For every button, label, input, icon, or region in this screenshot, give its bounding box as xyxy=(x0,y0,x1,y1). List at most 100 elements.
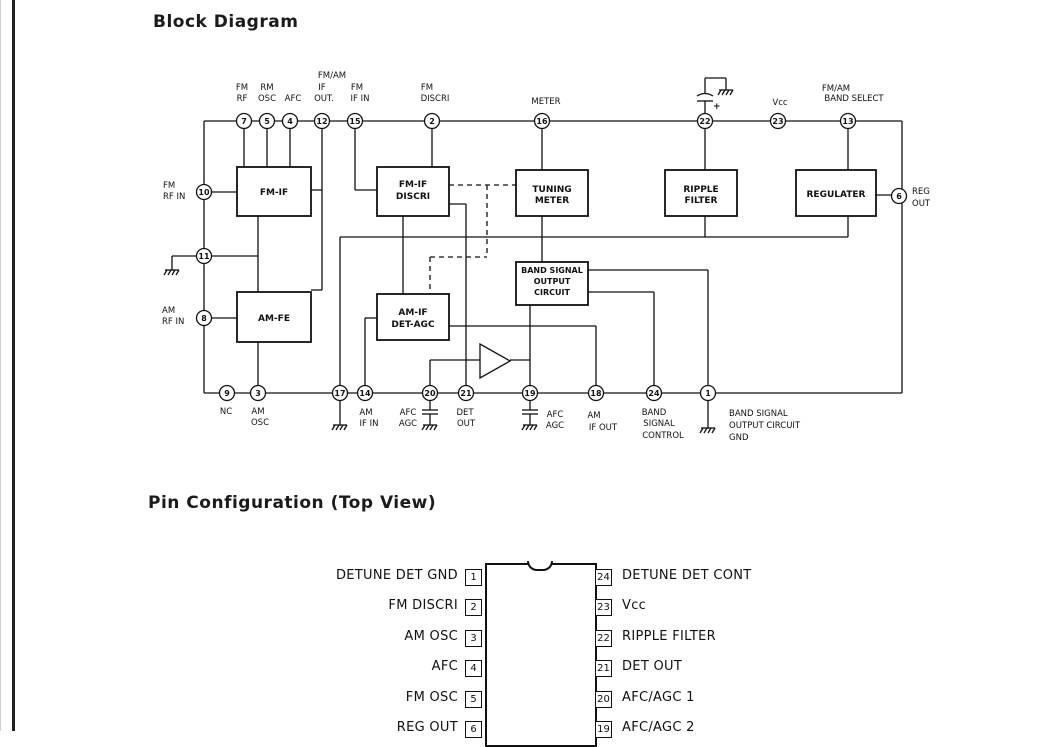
ripple-filter-block xyxy=(664,169,738,217)
pin-node xyxy=(195,183,213,201)
label-fm-rf-in-1: FM xyxy=(163,181,175,191)
pin-number: 1 xyxy=(705,389,711,398)
pin-configuration-title: Pin Configuration (Top View) xyxy=(148,493,437,513)
pin-left-number: 4 xyxy=(465,660,482,678)
pin-left-row: FM DISCRI xyxy=(300,594,458,618)
pin-number: 14 xyxy=(359,389,371,398)
am-if-det-agc-block xyxy=(376,293,450,341)
fm-if-label: FM-IF xyxy=(260,188,288,198)
label-fm-if-in-2: IF IN xyxy=(351,94,370,104)
pin-node xyxy=(421,384,439,402)
fm-if-block xyxy=(236,166,312,217)
pin-left-label: REG OUT xyxy=(396,720,458,735)
label-reg-out-1: REG xyxy=(912,187,930,197)
label-fm-rf-1: FM xyxy=(236,83,248,93)
pin-left-label: FM OSC xyxy=(405,689,458,705)
label-am-if-out-1: AM xyxy=(587,411,600,421)
label-rm-osc-1: RM xyxy=(260,83,273,93)
pin-node xyxy=(218,384,236,402)
label-reg-out-2: OUT xyxy=(912,199,931,209)
pin-left-number: 2 xyxy=(465,599,482,617)
pin-number: 7 xyxy=(241,117,247,126)
pin-right-row: AFC/AGC 1 xyxy=(622,686,822,710)
pin-number: 11 xyxy=(198,252,210,261)
label-fmam-if-out-2: IF xyxy=(318,83,326,93)
ground-symbols xyxy=(163,77,734,434)
band-signal-label-2: OUTPUT xyxy=(534,277,571,286)
pin-right-row: DETUNE DET CONT xyxy=(622,564,822,588)
pin-number: 8 xyxy=(201,314,207,323)
pin-left-number: 1 xyxy=(465,569,482,586)
am-fe-label: AM-FE xyxy=(258,314,290,324)
label-am-osc-1: AM xyxy=(251,407,264,417)
label-rm-osc-2: OSC xyxy=(258,94,276,104)
regulater-label: REGULATER xyxy=(807,190,866,200)
fm-if-discri-block xyxy=(376,166,450,217)
label-fm-discri-2: DISCRI xyxy=(421,94,450,104)
pin-right-label: DETUNE DET CONT xyxy=(622,568,752,583)
pin-left-label: AFC xyxy=(431,659,458,675)
label-afc: AFC xyxy=(285,94,302,104)
label-det-out-1: DET xyxy=(456,408,474,418)
pin-node xyxy=(195,247,213,265)
pin-right-label: RIPPLE FILTER xyxy=(622,628,716,644)
pin-right-number: 21 xyxy=(595,660,612,678)
label-meter: METER xyxy=(531,97,560,107)
pin-number: 10 xyxy=(198,188,210,197)
pin-left-row: FM OSC xyxy=(300,686,458,710)
pin-right-row: Vcc xyxy=(622,594,822,618)
pin-node xyxy=(839,112,857,130)
pin-number: 5 xyxy=(264,117,270,126)
pin-number: 6 xyxy=(896,192,902,201)
pin-node xyxy=(423,112,441,130)
pin-right-label: AFC/AGC 2 xyxy=(622,720,695,735)
label-bso-gnd-1: BAND SIGNAL xyxy=(729,409,788,419)
pin-number: 22 xyxy=(699,117,710,126)
label-afc-agc20-1: AFC xyxy=(400,408,417,418)
plus-sign: + xyxy=(713,102,721,112)
regulater-block xyxy=(795,169,877,217)
pin-left-number: 5 xyxy=(465,690,482,708)
pin-node xyxy=(249,384,267,402)
block-diagram-title: Block Diagram xyxy=(153,12,299,32)
label-vcc: Vcc xyxy=(772,98,787,108)
pin-node xyxy=(346,112,364,130)
page-border xyxy=(12,0,15,731)
label-fm-if-in-1: FM xyxy=(351,83,363,93)
block-diagram: FM-IF FM-IF DISCRI TUNING METER RIPPLE F… xyxy=(162,71,931,443)
pin-right-row: RIPPLE FILTER xyxy=(622,625,822,649)
ic-package-body xyxy=(485,563,597,747)
pin-right-row: AFC/AGC 2 xyxy=(622,716,822,740)
pin-left-label: AM OSC xyxy=(404,628,458,644)
pin-node xyxy=(769,112,787,130)
label-am-rf-in-1: AM xyxy=(162,306,175,316)
pin-node xyxy=(587,384,605,402)
pin-left-row: AM OSC xyxy=(300,625,458,649)
label-afc-agc20-2: AGC xyxy=(399,419,417,429)
pin-number: 13 xyxy=(842,117,853,126)
pin-node xyxy=(890,187,908,205)
label-am-if-in-1: AM xyxy=(359,408,372,418)
label-band-signal-control-3: CONTROL xyxy=(642,431,684,441)
pin-number: 21 xyxy=(460,389,472,398)
pin-number: 9 xyxy=(224,389,230,398)
pin-number: 2 xyxy=(429,117,435,126)
label-band-select-1: FM/AM xyxy=(822,84,850,94)
pin-right-number: 22 xyxy=(595,629,612,647)
pin-node xyxy=(195,309,213,327)
pin-left-row: AFC xyxy=(300,655,458,679)
pin-node xyxy=(281,112,299,130)
label-band-signal-control-2: SIGNAL xyxy=(643,419,675,429)
pin-node xyxy=(235,112,253,130)
pin-number: 19 xyxy=(524,389,536,398)
pin-number: 18 xyxy=(590,389,602,398)
page-edge xyxy=(0,0,1,731)
pin-number: 15 xyxy=(349,117,361,126)
label-det-out-2: OUT xyxy=(457,419,476,429)
fm-if-discri-label-2: DISCRI xyxy=(396,192,430,202)
pin-node xyxy=(533,112,551,130)
pin-left-number: 3 xyxy=(465,629,482,647)
band-signal-label-1: BAND SIGNAL xyxy=(521,266,583,275)
amplifier-symbol xyxy=(479,342,512,380)
pin-right-number: 24 xyxy=(595,569,612,586)
